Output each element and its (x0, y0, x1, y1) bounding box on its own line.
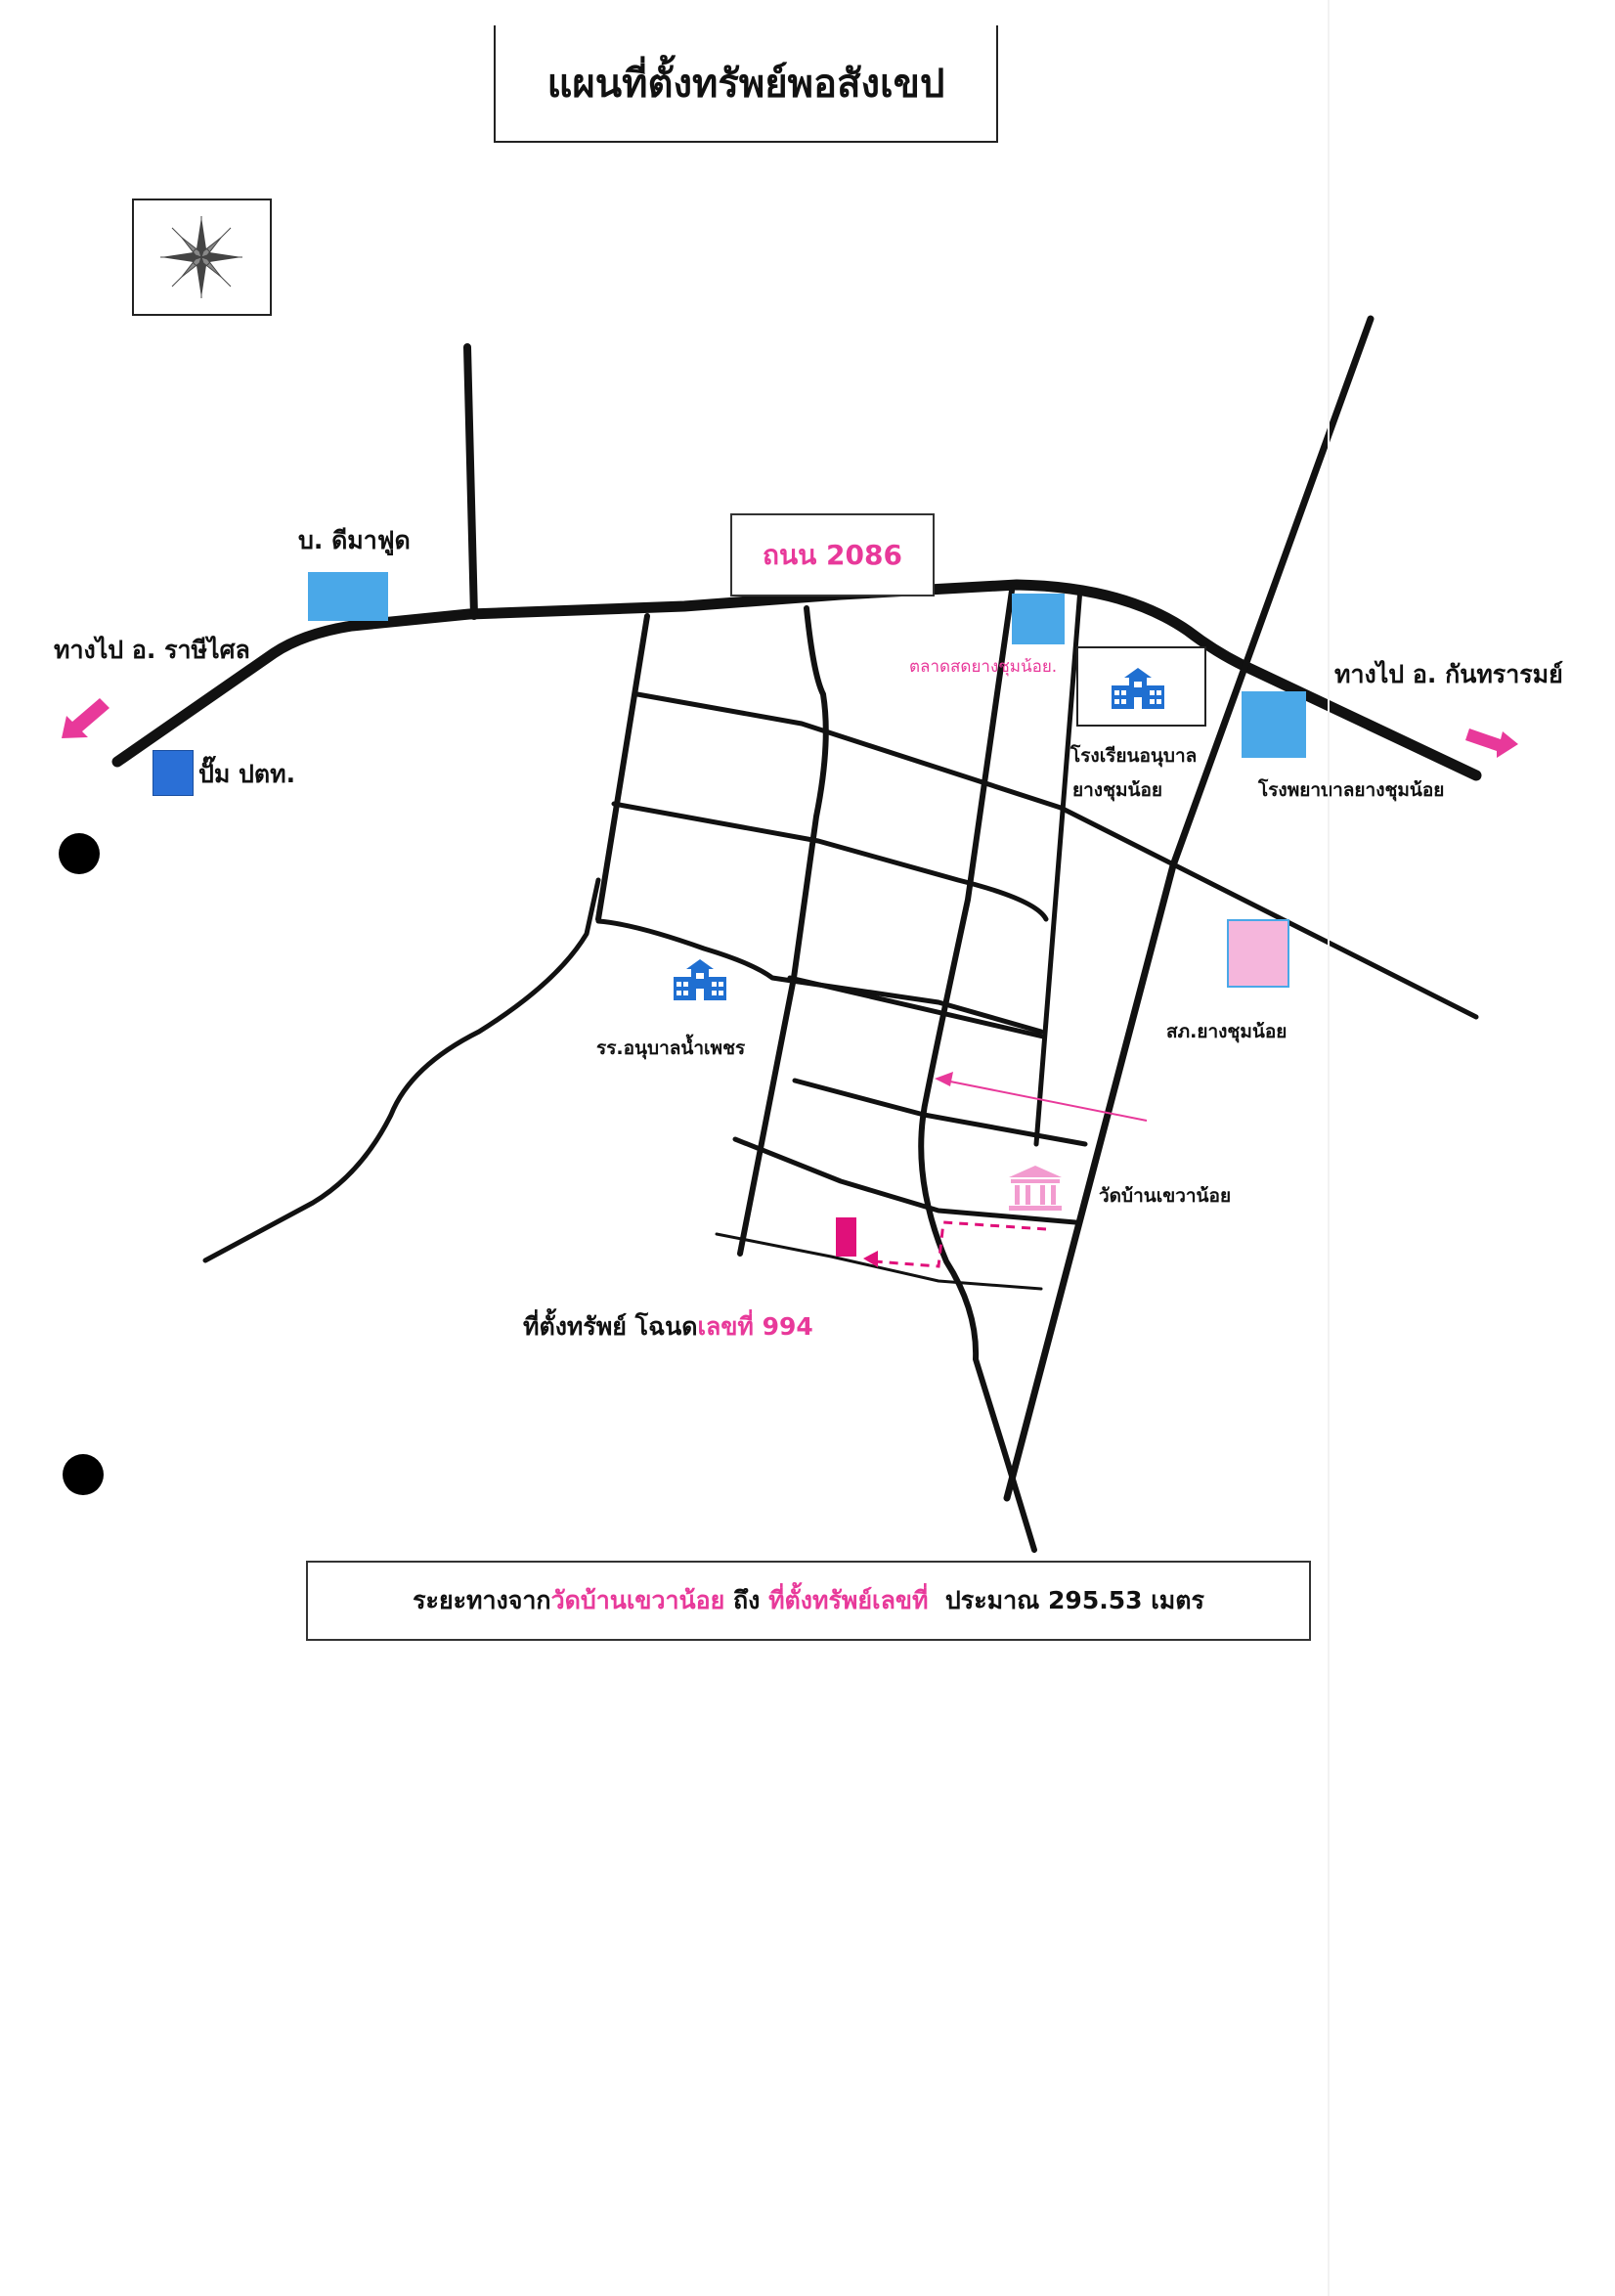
direction-arrow-icon (1465, 729, 1518, 758)
property-number: เลขที่ 994 (697, 1312, 813, 1341)
north-road (463, 343, 478, 620)
pointer-arrow (935, 1072, 1148, 1122)
distance-property: ที่ตั้งทรัพย์เลขที่ (768, 1586, 929, 1614)
police-label: สภ.ยางชุมน้อย (1166, 1021, 1288, 1042)
southwest-road (202, 877, 601, 1263)
map-title: แผนที่ตั้งทรัพย์พอสังเขป (546, 61, 945, 107)
cross-road-6 (732, 1136, 1078, 1225)
west-vertical-road (595, 613, 650, 922)
property-label: ที่ตั้งทรัพย์ โฉนดเลขที่ 994 (523, 1307, 813, 1347)
market-label: ตลาดสดยางชุมน้อย. (909, 657, 1058, 677)
map-title-box: แผนที่ตั้งทรัพย์พอสังเขป (494, 25, 998, 143)
distance-connector: ถึง (724, 1586, 769, 1614)
dimafood-label: บ. ดีมาฟูด (298, 526, 411, 554)
cross-road-7 (715, 1232, 1043, 1291)
route-temple-to-property (874, 1220, 1047, 1268)
school-building-icon (674, 959, 726, 1000)
dimafood-marker (308, 572, 388, 621)
property-marker (836, 1217, 856, 1257)
hospital-marker (1242, 691, 1306, 758)
distance-suffix: ประมาณ 295.53 เมตร (928, 1586, 1204, 1614)
police-marker (1227, 919, 1289, 988)
binder-hole (63, 1454, 104, 1495)
compass-box (132, 199, 272, 316)
ptt-pump-marker (153, 750, 194, 796)
hospital-label: โรงพยาบาลยางชุมน้อย (1258, 779, 1445, 801)
distance-temple: วัดบ้านเขวาน้อย (550, 1586, 725, 1614)
market-marker (1012, 594, 1065, 644)
east-cross-road (1058, 805, 1479, 1020)
page-edge-line (1328, 0, 1330, 2296)
temple-label: วัดบ้านเขวาน้อย (1099, 1185, 1232, 1207)
temple-icon (1009, 1166, 1062, 1211)
center-left-road (737, 605, 829, 1257)
cross-road-4 (787, 975, 1046, 1039)
distance-prefix: ระยะทางจาก (413, 1586, 551, 1614)
direction-east-label: ทางไป อ. กันทรารมย์ (1334, 660, 1563, 688)
distance-box: ระยะทางจากวัดบ้านเขวาน้อย ถึง ที่ตั้งทรั… (306, 1561, 1311, 1641)
direction-arrow-icon (62, 698, 109, 738)
road-label: ถนน 2086 (763, 538, 902, 571)
east-diagonal-road (1003, 315, 1375, 1502)
school-building-icon (1112, 668, 1164, 709)
direction-west-label: ทางไป อ. ราษีไศล (54, 636, 250, 664)
center-road (918, 588, 1037, 1553)
kindergarten-label-line1: โรงเรียนอนุบาล (1070, 745, 1198, 767)
cross-road-3 (595, 918, 1044, 1035)
ptt-pump-label: ปั๊ม ปตท. (198, 760, 296, 788)
binder-hole (59, 833, 100, 874)
road-label-box: ถนน 2086 (730, 513, 935, 596)
cross-road-5 (792, 1078, 1088, 1147)
property-label-prefix: ที่ตั้งทรัพย์ โฉนด (523, 1312, 698, 1341)
kindergarten-box (1076, 646, 1206, 727)
east-inner-road (1033, 586, 1083, 1147)
namphet-school-label: รร.อนุบาลน้ำเพชร (596, 1038, 746, 1059)
cross-road-2 (611, 801, 1049, 922)
cross-road-1 (634, 691, 1064, 811)
compass-rose-icon (160, 216, 242, 298)
kindergarten-label-line2: ยางชุมน้อย (1072, 779, 1163, 801)
route-arrowhead (863, 1251, 878, 1267)
